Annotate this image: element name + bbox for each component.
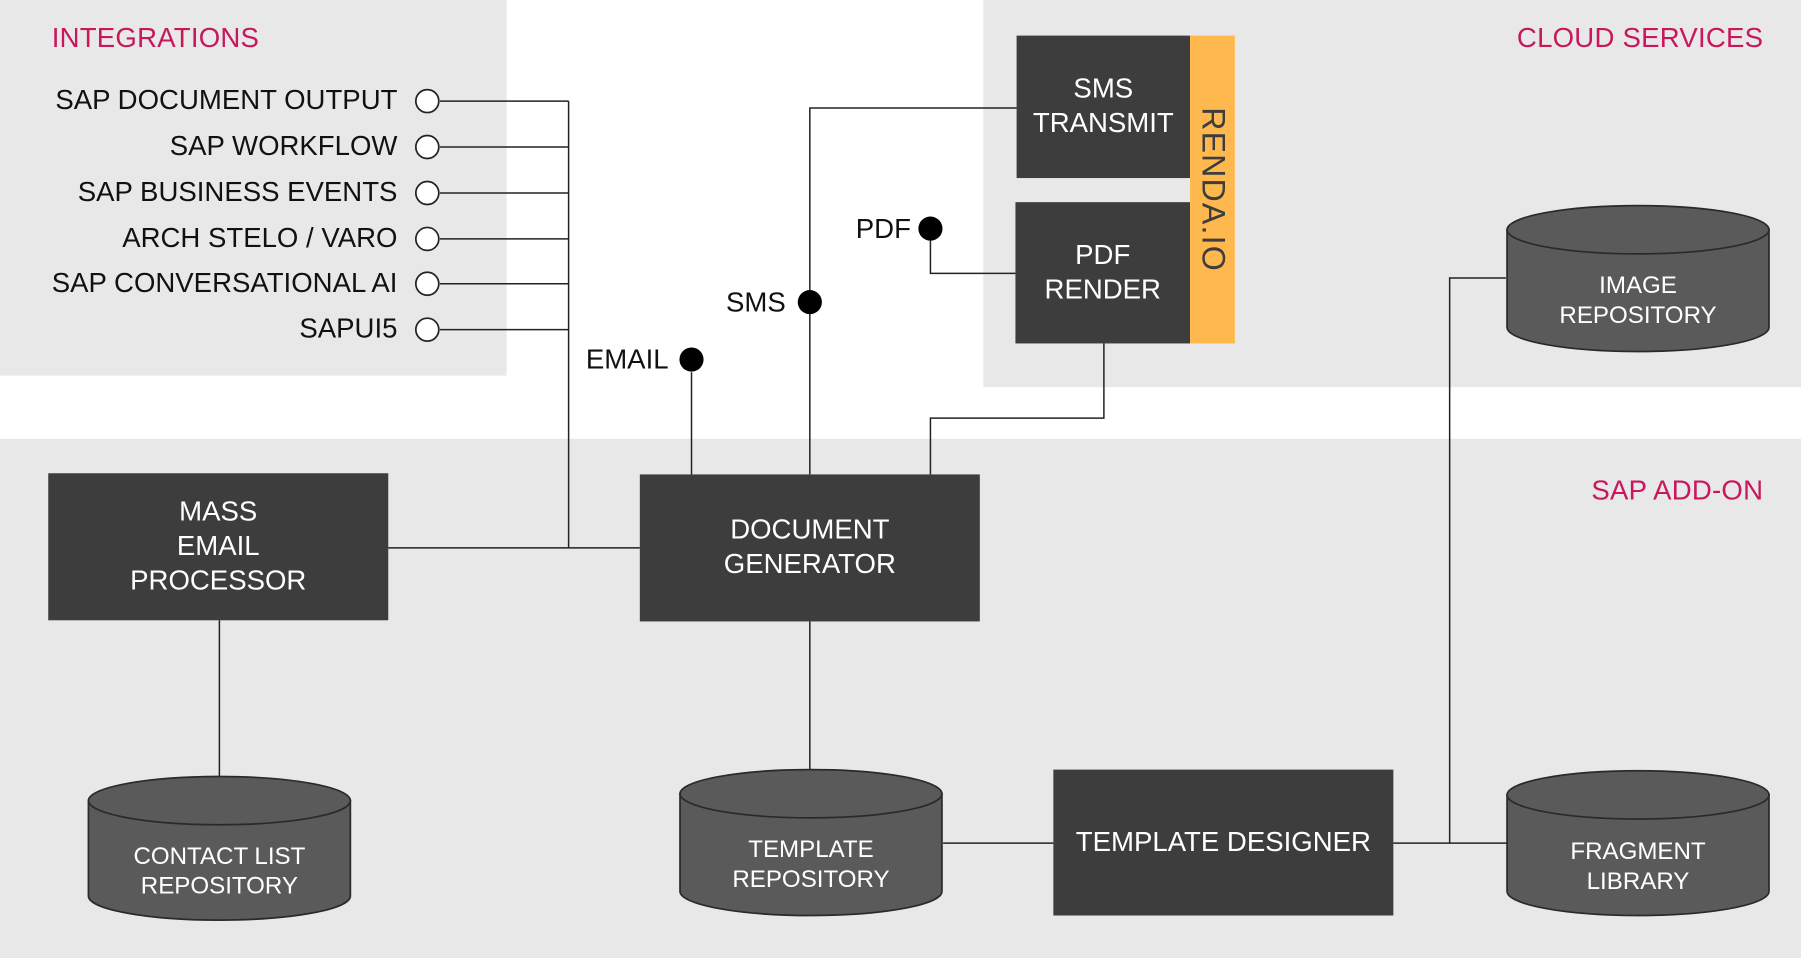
contact-list-repository-label-line2: REPOSITORY xyxy=(141,873,298,900)
integration-sap-business-events: SAP BUSINESS EVENTS xyxy=(77,176,398,208)
pdf-port-icon xyxy=(918,216,943,241)
sms-transmit-label: SMS TRANSMIT xyxy=(1032,73,1174,139)
sms-transmit-box: SMS TRANSMIT xyxy=(1016,35,1191,179)
renda-io-bar: RENDA.IO xyxy=(1190,35,1235,344)
open-port-icon xyxy=(414,88,440,114)
image-repository-label-line1: IMAGE xyxy=(1599,272,1677,299)
template-repository-label-line2: REPOSITORY xyxy=(732,866,889,893)
integration-sapui5: SAPUI5 xyxy=(299,313,398,345)
image-repository: IMAGE REPOSITORY xyxy=(1506,204,1770,353)
template-repository-label-line1: TEMPLATE xyxy=(748,836,873,863)
open-port-icon xyxy=(414,134,440,160)
integration-sap-conversational-ai: SAP CONVERSATIONAL AI xyxy=(51,267,398,299)
document-generator-box: DOCUMENT GENERATOR xyxy=(639,474,980,622)
integration-sap-document-output: SAP DOCUMENT OUTPUT xyxy=(55,85,398,117)
template-designer-label: TEMPLATE DESIGNER xyxy=(1075,826,1371,858)
sap-addon-title: SAP ADD-ON xyxy=(1591,475,1764,507)
pdf-render-box: PDF RENDER xyxy=(1015,202,1191,344)
email-port-label: EMAIL xyxy=(585,344,669,376)
integrations-title: INTEGRATIONS xyxy=(51,22,260,54)
mass-email-processor-box: MASS EMAIL PROCESSOR xyxy=(48,473,389,621)
integration-port-icons xyxy=(414,88,440,343)
email-port-icon xyxy=(679,347,704,372)
integration-arch-stelo-varo: ARCH STELO / VARO xyxy=(122,222,398,254)
pdf-render-label: PDF RENDER xyxy=(1044,239,1161,305)
sms-port-icon xyxy=(797,290,822,315)
template-designer-box: TEMPLATE DESIGNER xyxy=(1053,769,1394,916)
sms-port-label: SMS xyxy=(725,287,786,319)
open-port-icon xyxy=(414,226,440,252)
contact-list-repository-label-line1: CONTACT LIST xyxy=(133,843,305,870)
renda-io-label: RENDA.IO xyxy=(1195,107,1231,272)
image-repository-label-line2: REPOSITORY xyxy=(1559,302,1716,329)
mass-email-processor-label: MASS EMAIL PROCESSOR xyxy=(130,496,307,597)
contact-list-repository: CONTACT LIST REPOSITORY xyxy=(87,775,352,921)
open-port-icon xyxy=(414,317,440,343)
pdf-port-label: PDF xyxy=(855,213,911,245)
template-repository: TEMPLATE REPOSITORY xyxy=(679,768,943,917)
integration-sap-workflow: SAP WORKFLOW xyxy=(169,130,398,162)
open-port-icon xyxy=(414,180,440,206)
fragment-library: FRAGMENT LIBRARY xyxy=(1506,769,1770,917)
cloud-services-title: CLOUD SERVICES xyxy=(1516,22,1764,54)
document-generator-label: DOCUMENT GENERATOR xyxy=(723,514,896,581)
fragment-library-label-line2: LIBRARY xyxy=(1587,868,1690,895)
open-port-icon xyxy=(414,271,440,297)
fragment-library-label-line1: FRAGMENT xyxy=(1570,838,1706,865)
